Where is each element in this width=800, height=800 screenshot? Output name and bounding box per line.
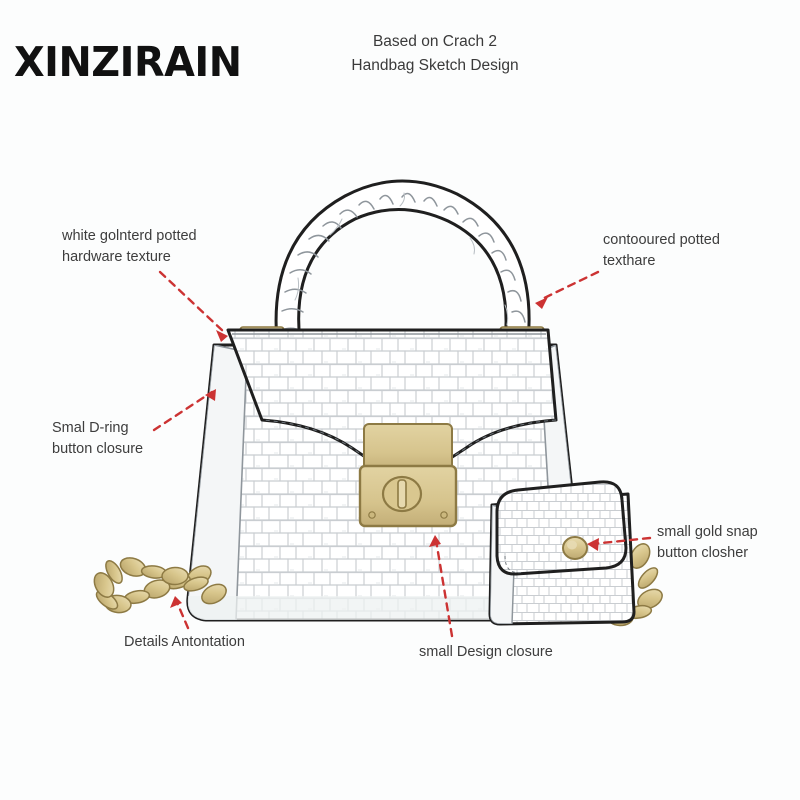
- header-line-2: Handbag Sketch Design: [351, 57, 519, 74]
- leader-contour: [538, 270, 600, 302]
- annotation-arrowheads: [170, 297, 599, 608]
- annotation-hardware-texture: white golnterd potted hardware texture: [62, 228, 197, 265]
- annotation-details: Details Antontation: [124, 634, 245, 650]
- annotation-contoured-texture: contooured potted texthare: [603, 232, 720, 269]
- mini-pouch: [488, 480, 636, 626]
- mini-pouch-snap-button: [562, 536, 588, 560]
- annotation-d-ring-closure: Smal D-ring button closure: [52, 420, 144, 457]
- leader-hw-texture: [158, 270, 226, 334]
- brand-logo: XINZIRAIN: [14, 38, 242, 86]
- leader-design: [434, 538, 454, 638]
- annotation-design-closure: small Design closure: [419, 644, 553, 660]
- leader-dring: [152, 390, 214, 432]
- annotation-leader-lines: [152, 270, 652, 638]
- leader-details: [174, 598, 190, 630]
- annotation-snap-button: small gold snap button closher: [657, 524, 758, 561]
- header-title-block: Based on Crach 2 Handbag Sketch Design: [310, 30, 560, 78]
- header-line-1: Based on Crach 2: [372, 33, 498, 50]
- ruched-top-handle: [274, 179, 531, 344]
- gold-turnlock-closure: [358, 423, 458, 528]
- chain-bottom-drape: [93, 557, 227, 614]
- leader-snap: [590, 536, 652, 546]
